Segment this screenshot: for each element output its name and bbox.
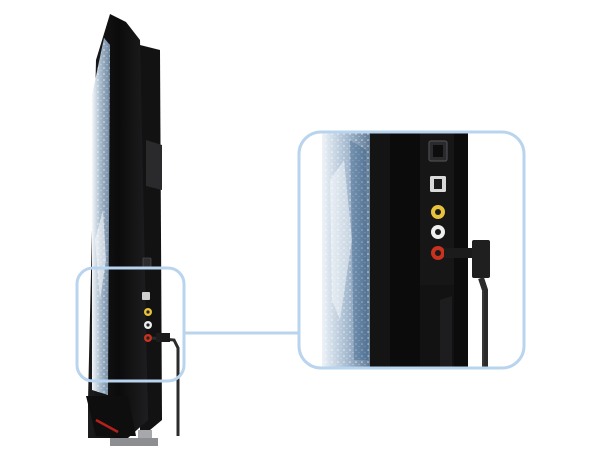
magnified-port-area (297, 130, 526, 370)
av-jack-white (431, 225, 445, 239)
callout-frame (297, 130, 526, 370)
av-jack-red (431, 246, 445, 260)
tv-body (86, 14, 180, 446)
av-jack-yellow (431, 205, 445, 219)
power-led-accent (95, 418, 119, 434)
usb-port (430, 176, 446, 192)
av-plug (444, 240, 490, 368)
highlight-box (75, 266, 186, 383)
hdmi-port (428, 140, 448, 162)
